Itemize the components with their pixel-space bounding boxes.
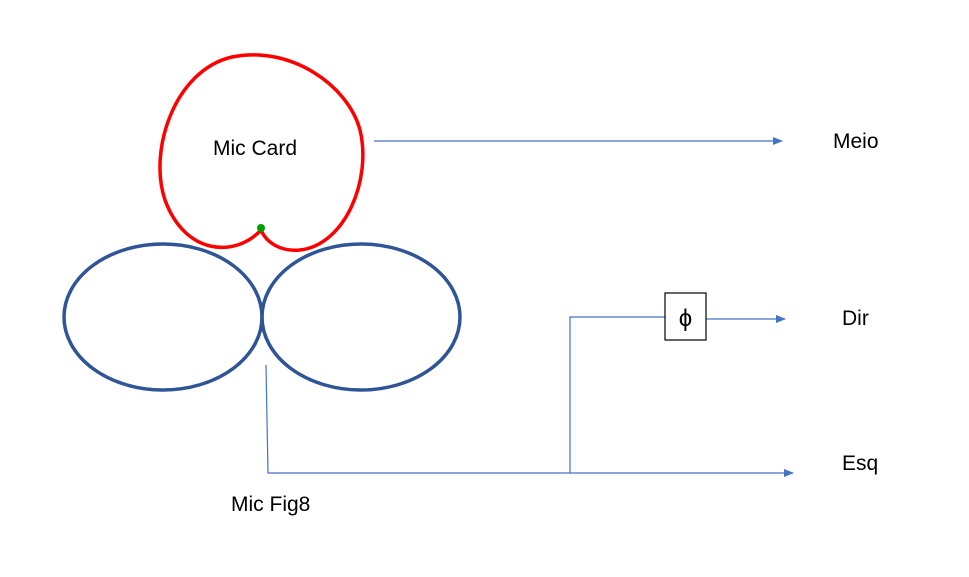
phase-symbol: ϕ — [679, 305, 692, 332]
output-mid-label: Meio — [833, 130, 879, 153]
mic-origin-dot — [257, 224, 265, 232]
cardioid-mic-label: Mic Card — [213, 137, 297, 160]
figure8-right-lobe — [260, 242, 462, 392]
fig8-mic-label: Mic Fig8 — [231, 493, 310, 516]
output-left-label: Esq — [842, 452, 878, 475]
fig8-signal-path — [265, 364, 570, 474]
figure8-left-lobe — [62, 242, 264, 392]
cardioid-pattern — [158, 53, 365, 252]
phase-inverter-box — [664, 292, 707, 341]
right-branch-path — [569, 316, 665, 473]
output-right-label: Dir — [842, 307, 869, 330]
